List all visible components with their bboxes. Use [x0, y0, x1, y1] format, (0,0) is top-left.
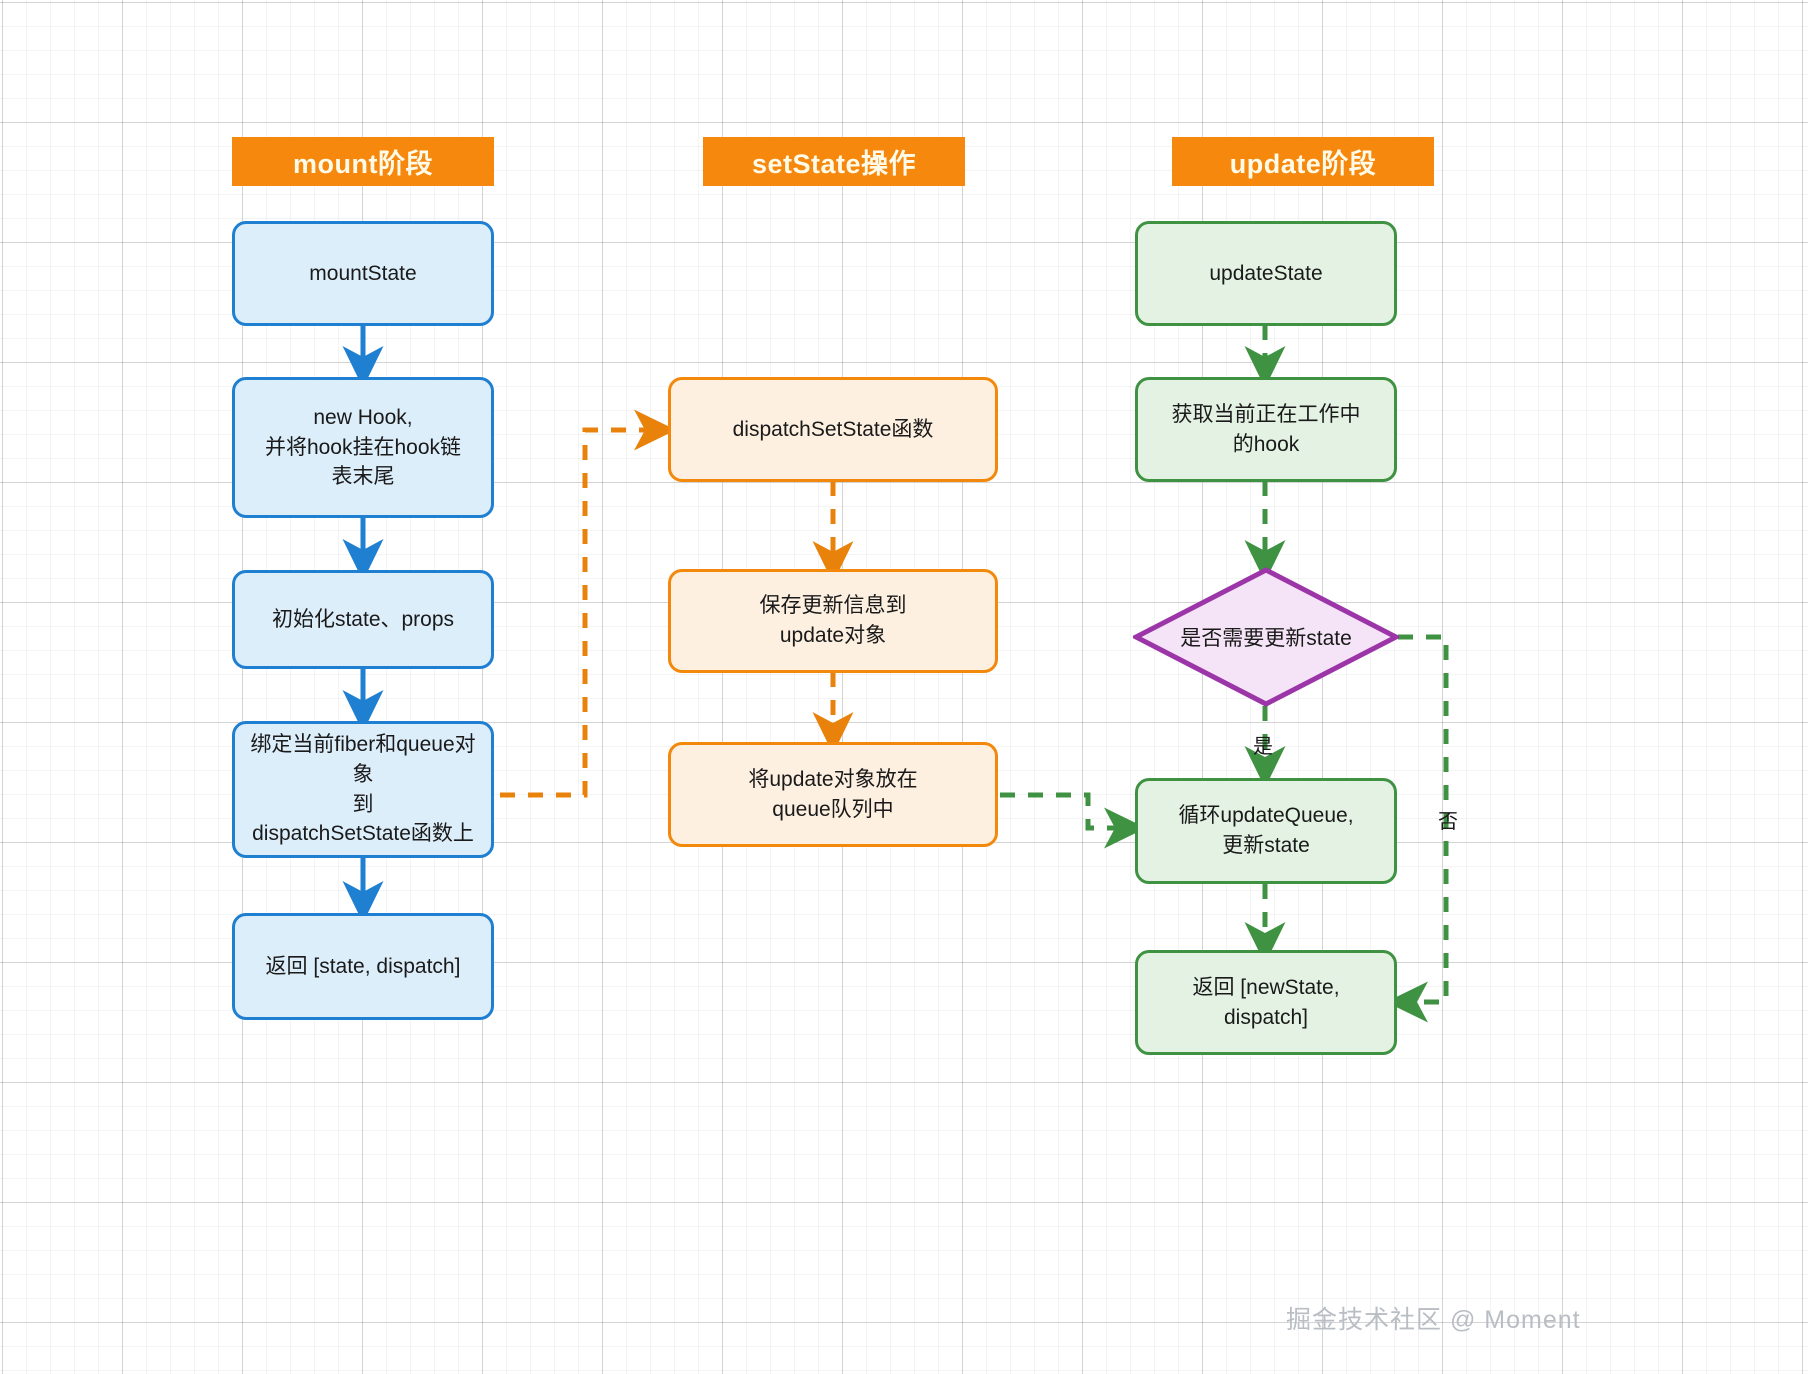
node-bind-fiber-queue[interactable]: 绑定当前fiber和queue对象 到 dispatchSetState函数上	[232, 721, 494, 858]
node-decision-need-update-state[interactable]: 是否需要更新state	[1133, 567, 1399, 707]
header-update: update阶段	[1172, 137, 1434, 186]
node-loop-update-queue[interactable]: 循环updateQueue, 更新state	[1135, 778, 1397, 884]
diamond-shape	[1133, 567, 1399, 707]
edge-label-no: 否	[1438, 811, 1458, 833]
node-mount-state[interactable]: mountState	[232, 221, 494, 326]
node-update-state[interactable]: updateState	[1135, 221, 1397, 326]
node-get-working-hook[interactable]: 获取当前正在工作中 的hook	[1135, 377, 1397, 482]
node-init-state-props[interactable]: 初始化state、props	[232, 570, 494, 669]
node-return-newstate-dispatch[interactable]: 返回 [newState, dispatch]	[1135, 950, 1397, 1055]
node-new-hook[interactable]: new Hook, 并将hook挂在hook链 表末尾	[232, 377, 494, 518]
edge-label-yes: 是	[1253, 736, 1273, 758]
node-push-update-queue[interactable]: 将update对象放在 queue队列中	[668, 742, 998, 847]
header-setstate: setState操作	[703, 137, 965, 186]
header-mount: mount阶段	[232, 137, 494, 186]
watermark: 掘金技术社区 @ Moment	[1286, 1306, 1581, 1334]
node-save-update-info[interactable]: 保存更新信息到 update对象	[668, 569, 998, 673]
node-return-state-dispatch[interactable]: 返回 [state, dispatch]	[232, 913, 494, 1020]
node-dispatch-setstate[interactable]: dispatchSetState函数	[668, 377, 998, 482]
